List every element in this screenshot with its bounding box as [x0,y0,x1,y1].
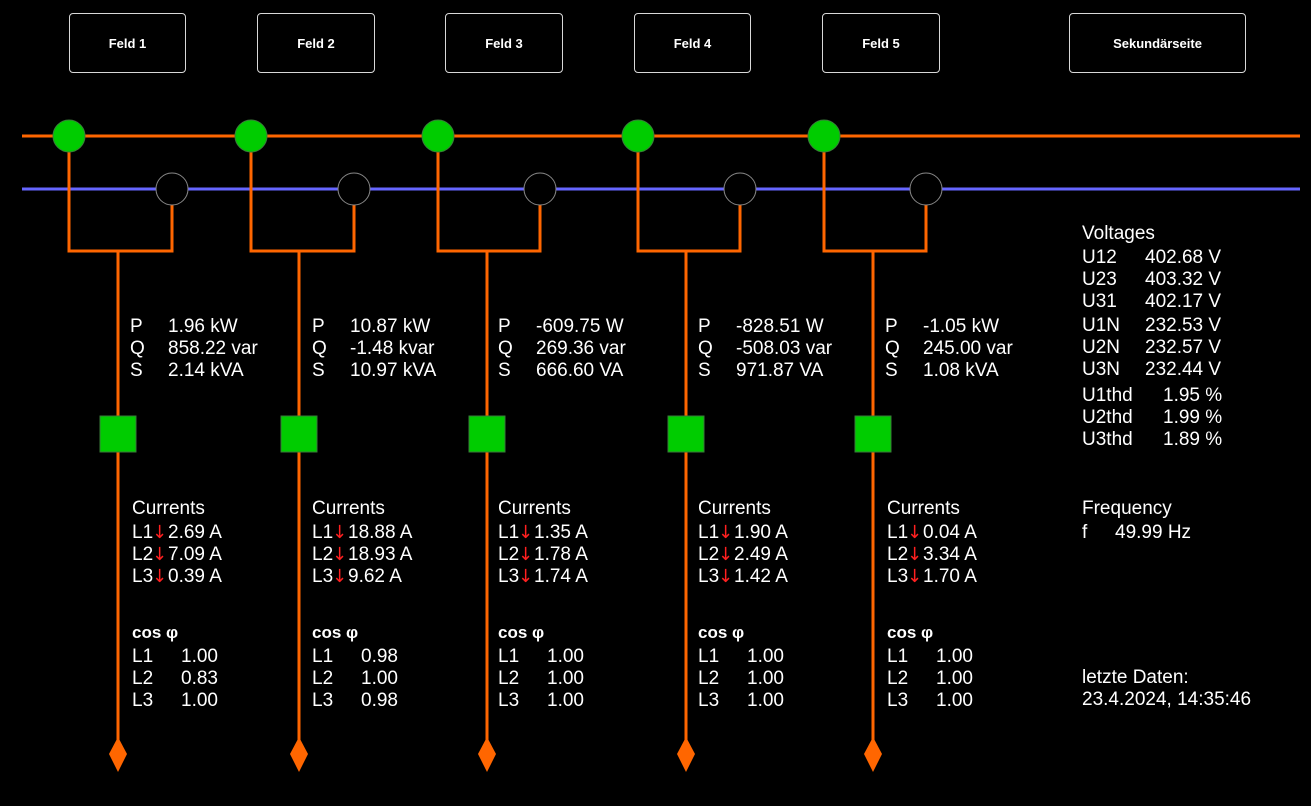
nav-button-sekundaerseite[interactable]: Sekundärseite [1069,13,1246,73]
voltage-row: U31 402.17 V [1082,291,1221,313]
feeder-1-bay-connection [67,136,174,253]
voltages-panel: Voltages U12 402.68 V U23 403.32 V U31 402.… [1082,223,1221,381]
voltage-value: 402.17 V [1145,291,1222,312]
feeder-5-cable-end-icon [864,737,882,772]
voltage-row: U1N 232.53 V [1082,315,1221,337]
voltage-value: 232.53 V [1145,315,1222,336]
feeder-5-breaker-closed-icon [807,119,841,153]
voltage-row: U3N 232.44 V [1082,359,1221,381]
nav-button-feld-5[interactable]: Feld 5 [822,13,940,73]
feeder-2-cable-end-icon [290,737,308,772]
thd-row: U2thd 1.99 % [1082,407,1222,429]
thd-label: U2thd [1082,407,1133,428]
voltage-label: U3N [1082,359,1121,380]
nav-button-feld-1[interactable]: Feld 1 [69,13,186,73]
thd-row: U3thd 1.89 % [1082,429,1222,451]
voltage-label: U23 [1082,269,1117,290]
feeder-2-switch-icon [280,415,318,453]
voltage-value: 232.57 V [1145,337,1222,358]
feeder-4-switch-icon [667,415,705,453]
feeder-1-switch-icon [99,415,137,453]
feeder-1-cable-end-icon [109,737,127,772]
frequency-row: f 49.99 Hz [1082,522,1191,544]
last-data-label: letzte Daten: [1082,667,1189,688]
frequency-label: f [1082,522,1088,543]
nav-button-feld-3[interactable]: Feld 3 [445,13,563,73]
thd-value: 1.99 % [1163,407,1223,428]
voltage-row: U2N 232.57 V [1082,337,1221,359]
nav-button-feld-2[interactable]: Feld 2 [257,13,375,73]
thd-label: U3thd [1082,429,1133,450]
feeder-1-breaker-closed-icon [52,119,86,153]
feeder-3-bay-connection [436,136,542,253]
voltage-label: U31 [1082,291,1117,312]
thd-panel: U1thd 1.95 % U2thd 1.99 % U3thd 1.89 % [1082,385,1222,451]
voltage-label: U12 [1082,247,1117,268]
feeder-3-breaker-open-icon [523,172,557,206]
voltage-label: U2N [1082,337,1121,358]
voltage-row: U23 403.32 V [1082,269,1221,291]
feeder-5-bay-connection [822,136,928,253]
thd-label: U1thd [1082,385,1133,406]
voltage-row: U12 402.68 V [1082,247,1221,269]
last-data-panel: letzte Daten: 23.4.2024, 14:35:46 [1082,667,1251,711]
feeder-2-breaker-open-icon [337,172,371,206]
feeder-5-breaker-open-icon [909,172,943,206]
feeder-4-cable-end-icon [677,737,695,772]
feeder-4-breaker-open-icon [723,172,757,206]
nav-button-feld-4[interactable]: Feld 4 [634,13,751,73]
frequency-panel: Frequency f 49.99 Hz [1082,498,1191,544]
feeder-3-breaker-closed-icon [421,119,455,153]
voltage-value: 403.32 V [1145,269,1222,290]
thd-value: 1.89 % [1163,429,1223,450]
frequency-title: Frequency [1082,498,1172,519]
feeder-3-cable-end-icon [478,737,496,772]
voltage-label: U1N [1082,315,1121,336]
feeder-1-breaker-open-icon [155,172,189,206]
voltage-value: 232.44 V [1145,359,1222,380]
thd-row: U1thd 1.95 % [1082,385,1222,407]
feeder-3-switch-icon [468,415,506,453]
feeder-2-bay-connection [249,136,356,253]
feeder-4-breaker-closed-icon [621,119,655,153]
thd-value: 1.95 % [1163,385,1223,406]
frequency-value: 49.99 Hz [1115,522,1192,543]
feeder-2-breaker-closed-icon [234,119,268,153]
last-data-timestamp: 23.4.2024, 14:35:46 [1082,689,1252,710]
feeder-5-switch-icon [854,415,892,453]
voltages-title: Voltages [1082,223,1155,244]
voltage-value: 402.68 V [1145,247,1222,268]
feeder-4-bay-connection [636,136,742,253]
